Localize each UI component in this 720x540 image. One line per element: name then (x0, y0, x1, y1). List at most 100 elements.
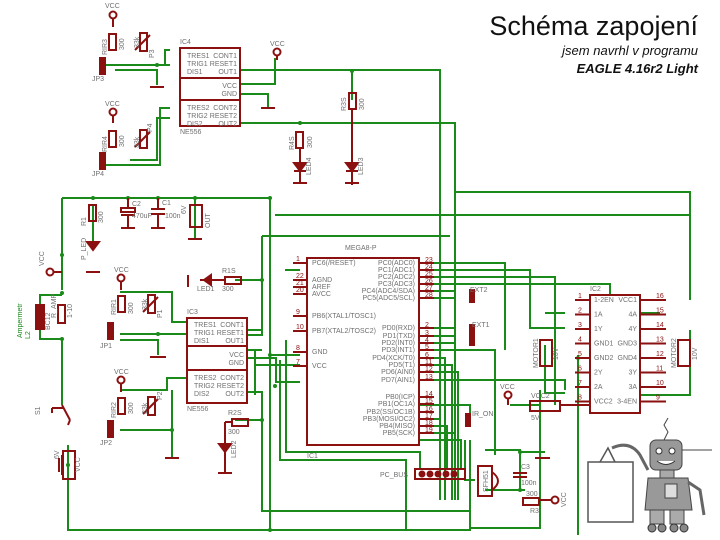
ic3-pin-label: TRIG1 (194, 330, 215, 337)
svg-text:VCC: VCC (114, 267, 129, 274)
svg-text:JP2: JP2 (100, 440, 112, 447)
svg-text:VCC: VCC (39, 251, 46, 266)
svg-text:P4: P4 (147, 123, 154, 132)
svg-text:R3S: R3S (341, 97, 348, 111)
ic1-mega8: MEGA8-P IC1 1PC6(/RESET)22AGND21AREF20AV… (293, 245, 434, 460)
ic1-pin-number: 28 (425, 292, 433, 299)
svg-text:MOTOR1: MOTOR1 (533, 338, 540, 368)
potentiometer-p4: 33k P4 (134, 123, 154, 149)
svg-text:1-10: 1-10 (67, 304, 74, 318)
ic1-pin-label: PD1(TXD) (383, 333, 415, 340)
title-software: EAGLE 4.16r2 Light (576, 61, 698, 76)
vcc-symbol: VCC (114, 267, 129, 290)
ic1-pin-label: PD0(RXD) (382, 325, 415, 332)
ic3-pin-label: DIS1 (194, 338, 210, 345)
motor1: MOTOR1 10V (533, 338, 560, 368)
svg-text:P2: P2 (157, 391, 164, 400)
ic2-pin-label: 4Y (628, 326, 637, 333)
vcc-symbol: VCC (270, 41, 285, 60)
svg-text:OUT: OUT (205, 213, 212, 229)
ic3-pin-label: TRES2 (194, 375, 217, 382)
svg-text:RIR3: RIR3 (102, 39, 109, 55)
potentiometer-p3: 33k P3 (134, 32, 156, 58)
svg-text:VCC2: VCC2 (531, 393, 550, 400)
svg-text:P_LED: P_LED (81, 238, 88, 260)
ic2-pin-number: 15 (656, 308, 664, 315)
resistor-r1: R1 300 P_LED (81, 204, 105, 273)
ic2-pin-label: 3-4EN (617, 399, 637, 406)
ic1-pin-label: PB5(SCK) (383, 430, 415, 437)
switch-s1[interactable]: S1 (35, 404, 71, 426)
ic1-pin-number: 24 (425, 264, 433, 271)
svg-text:LED4: LED4 (306, 157, 313, 175)
resistor-r3: 300 R3 (522, 491, 540, 515)
ic2-pin-label: GND3 (618, 341, 638, 348)
ic3-pin-label: GND (228, 360, 244, 367)
svg-text:RIR2: RIR2 (111, 402, 118, 418)
ic2-pin-label: GND4 (618, 355, 638, 362)
svg-text:5V: 5V (531, 415, 540, 422)
ir-receiver-sfh: SFH51 (477, 465, 499, 497)
svg-text:300: 300 (128, 402, 135, 414)
svg-text:100n: 100n (521, 480, 537, 487)
ic1-pin-number: 22 (296, 273, 304, 280)
ic4-pin-label: DIS1 (187, 69, 203, 76)
ic1-pin-number: 15 (425, 398, 433, 405)
ic2-pin-label: 1-2EN (594, 297, 614, 304)
jumper-jp4: JP4 (92, 152, 106, 178)
ic1-pin-number: 9 (296, 309, 300, 316)
svg-text:33k: 33k (134, 36, 141, 48)
connector-pc-bus: PC_BUS (380, 468, 466, 480)
vcc-symbol: VCC (500, 384, 515, 405)
ic1-pin-label: VCC (312, 363, 327, 370)
svg-text:EXT1: EXT1 (472, 322, 490, 329)
ic4-pin-label: TRES2 (187, 105, 210, 112)
svg-text:470uF: 470uF (132, 213, 152, 220)
svg-text:300: 300 (526, 491, 538, 498)
ic2-pin-number: 14 (656, 322, 664, 329)
svg-text:VCC: VCC (75, 457, 82, 472)
ic1-pin-number: 8 (296, 345, 300, 352)
svg-text:300: 300 (307, 136, 314, 148)
ic4-pin-label: TRIG2 (187, 113, 208, 120)
ic1-pin-label: GND (312, 349, 328, 356)
svg-text:10V: 10V (692, 347, 699, 360)
svg-text:LED2: LED2 (231, 440, 238, 458)
ic2-pin-label: 2Y (594, 370, 603, 377)
ic2-pin-number: 12 (656, 351, 664, 358)
ic2-pin-number: 7 (578, 380, 582, 387)
regulator-vcc2: VCC2 5V (529, 393, 590, 422)
ic4-pin-label: CONT1 (213, 53, 237, 60)
connector-ir-on: IR_ON (465, 411, 493, 427)
ic2-pin-number: 4 (578, 337, 582, 344)
ic4-pin-label: OUT1 (218, 69, 237, 76)
ic2-pin-label: 3Y (628, 370, 637, 377)
svg-text:300: 300 (119, 135, 126, 147)
led-led3: LED3 (344, 109, 365, 185)
title-block: Schéma zapojení jsem navrhl v programu E… (489, 10, 698, 78)
svg-text:BC12: BC12 (45, 312, 52, 330)
ic1-pin-label: PD2(INT0) (382, 340, 415, 347)
battery-vcc: 6V VCC (54, 450, 82, 480)
ic3-pin-label: TRIG2 (194, 383, 215, 390)
ic2-pin-label: 1A (594, 312, 603, 319)
ic2-pin-label: 3A (628, 384, 637, 391)
potentiometer-p2: 33k P2 (142, 391, 164, 416)
components: VCC VCC VCC VCC VCC VCC VCC VCC (17, 3, 699, 515)
ic1-pin-label: PD3(INT1) (382, 347, 415, 354)
svg-text:LED1: LED1 (197, 286, 215, 293)
svg-text:R4S: R4S (289, 136, 296, 150)
ic2-pin-label: 2A (594, 384, 603, 391)
resistor-rir1: RIR1 300 (111, 295, 135, 315)
ic1-pin-label: PD4(XCK/T0) (372, 355, 415, 362)
svg-text:C3: C3 (521, 464, 530, 471)
ic2-pin-number: 3 (578, 322, 582, 329)
svg-text:P3: P3 (149, 49, 156, 58)
svg-text:JP1: JP1 (100, 343, 112, 350)
robot-illustration (587, 417, 712, 533)
ic1-pin-label: PC2(ADC2) (378, 274, 415, 281)
ic4-pin-label: GND (221, 91, 237, 98)
ic2-pin-number: 16 (656, 293, 664, 300)
ic2-pin-number: 6 (578, 366, 582, 373)
